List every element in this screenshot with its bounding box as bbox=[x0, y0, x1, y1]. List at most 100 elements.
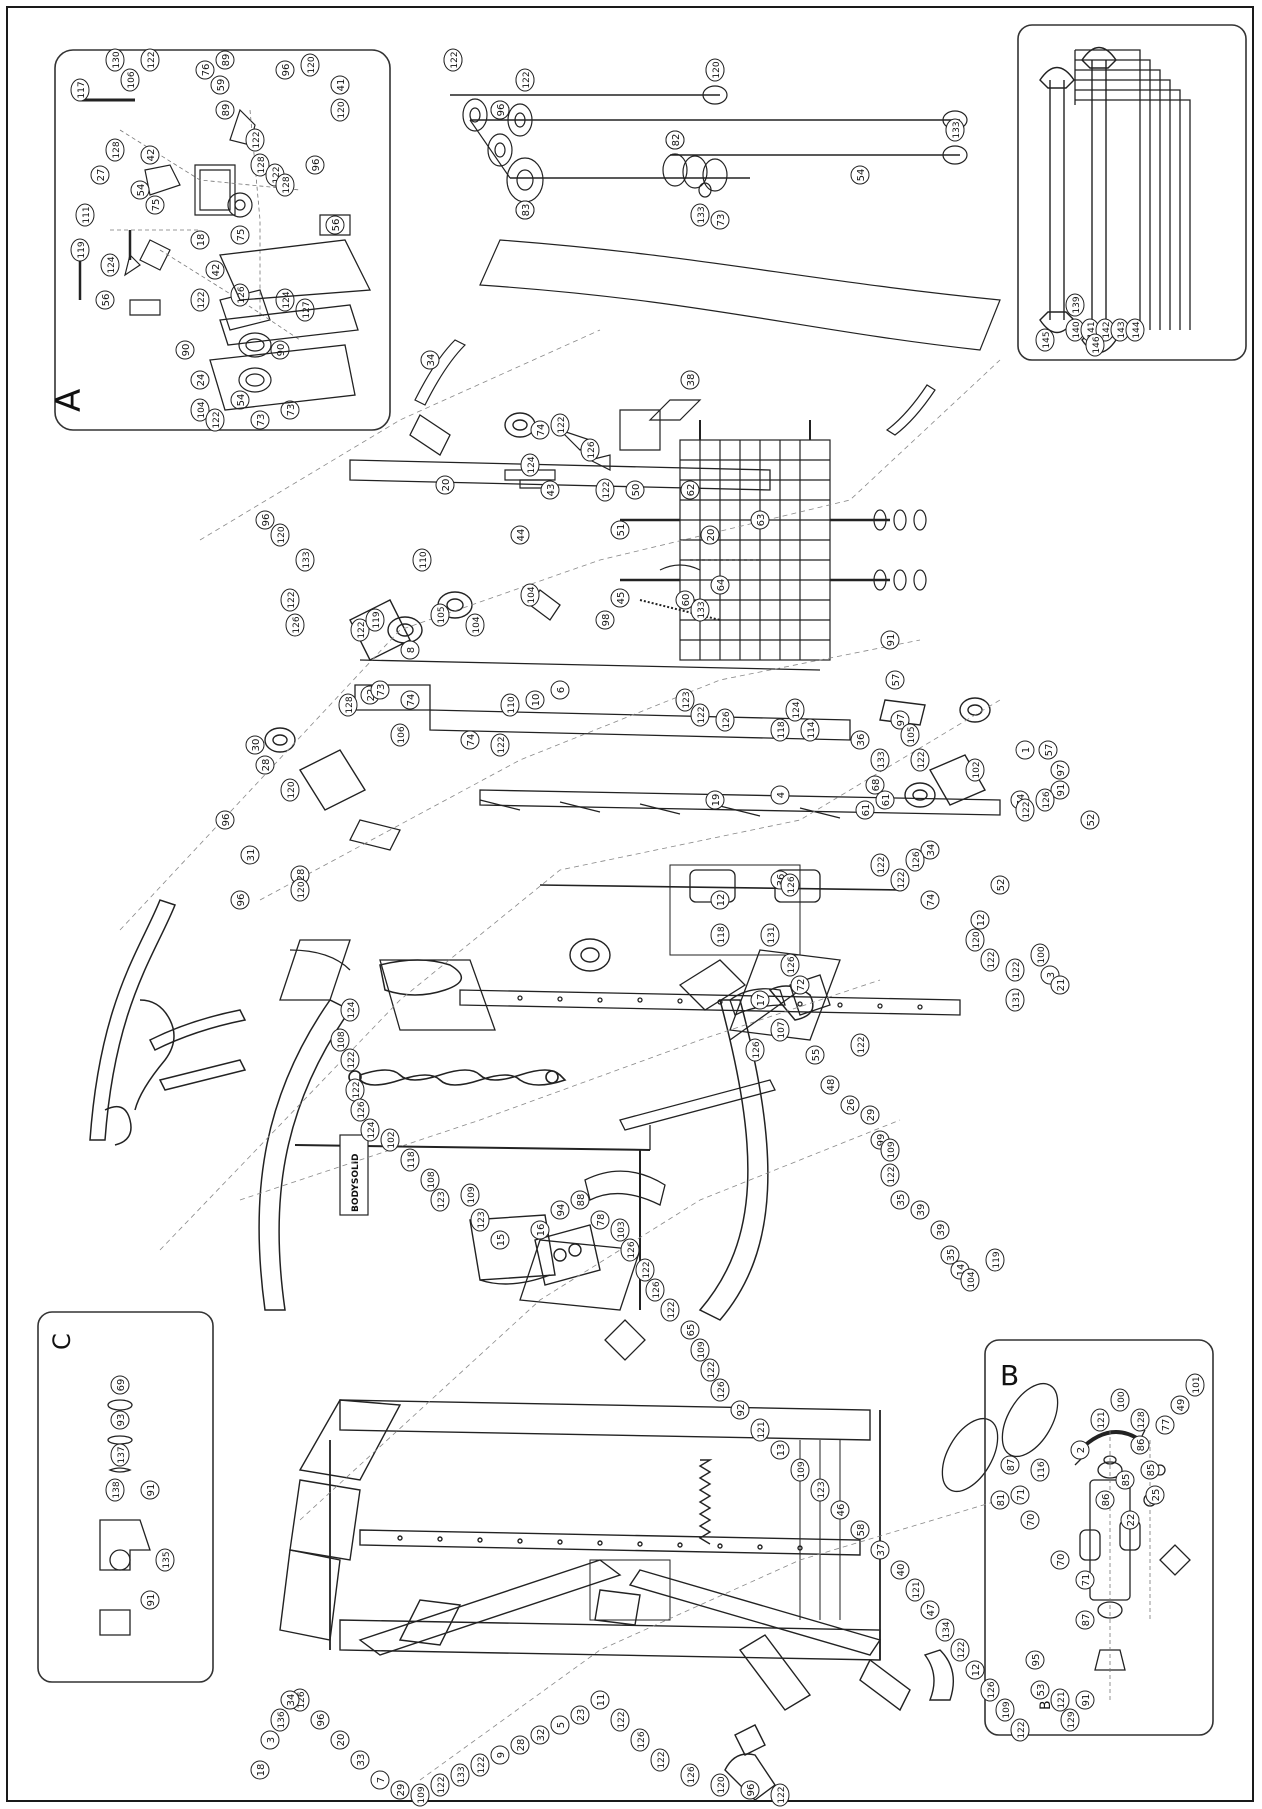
callout-number: 109 bbox=[697, 1341, 707, 1358]
callout-circle bbox=[420, 1168, 440, 1192]
callout-number: 6 bbox=[556, 687, 567, 693]
callout-number: 121 bbox=[757, 1421, 767, 1438]
callout-circle bbox=[635, 1258, 655, 1282]
callout-circle bbox=[230, 890, 250, 910]
callout-circle bbox=[140, 145, 160, 165]
inset-b-callouts: 1014977128100121868585258771708622707187… bbox=[1000, 1373, 1205, 1732]
part-callout: 60 bbox=[675, 590, 695, 610]
callout-number: 133 bbox=[952, 121, 962, 138]
callout-circle bbox=[610, 1218, 630, 1242]
callout-circle bbox=[280, 588, 300, 612]
part-callout: 120 bbox=[290, 878, 310, 902]
callout-number: 122 bbox=[917, 751, 927, 768]
callout-number: 120 bbox=[297, 881, 307, 898]
part-callout: 128 bbox=[1130, 1408, 1150, 1432]
callout-number: 131 bbox=[1012, 991, 1022, 1008]
part-callout: 57 bbox=[885, 670, 905, 690]
callout-circle bbox=[350, 618, 370, 642]
callout-number: 128 bbox=[345, 696, 355, 713]
callout-circle bbox=[1050, 760, 1070, 780]
callout-number: 122 bbox=[897, 871, 907, 888]
callout-number: 120 bbox=[277, 526, 287, 543]
callout-circle bbox=[715, 708, 735, 732]
callout-circle bbox=[1010, 1718, 1030, 1742]
callout-number: 22 bbox=[1126, 1514, 1137, 1527]
callout-circle bbox=[285, 613, 305, 637]
callout-number: 119 bbox=[77, 241, 87, 258]
part-callout: 117 bbox=[70, 78, 90, 102]
callout-number: 136 bbox=[277, 1711, 287, 1728]
callout-number: 89 bbox=[221, 104, 232, 117]
callout-number: 126 bbox=[357, 1101, 367, 1118]
part-callout: 122 bbox=[245, 128, 265, 152]
callout-circle bbox=[610, 588, 630, 608]
part-callout: 83 bbox=[515, 200, 535, 220]
callout-number: 91 bbox=[1081, 1694, 1092, 1707]
callout-number: 122 bbox=[357, 621, 367, 638]
callout-number: 106 bbox=[397, 726, 407, 743]
arm-assemblies bbox=[89, 899, 814, 1321]
callout-circle bbox=[1145, 1485, 1165, 1505]
part-callout: 122 bbox=[870, 853, 890, 877]
callout-number: 41 bbox=[336, 79, 347, 92]
callout-circle bbox=[190, 288, 210, 312]
part-callout: 137 bbox=[110, 1443, 130, 1467]
inset-b-label: B bbox=[1000, 1359, 1019, 1392]
callout-number: 126 bbox=[237, 286, 247, 303]
callout-number: 97 bbox=[896, 714, 907, 727]
part-callout: 46 bbox=[830, 1500, 850, 1520]
callout-circle bbox=[920, 1600, 940, 1620]
part-callout: 122 bbox=[690, 703, 710, 727]
callout-circle bbox=[850, 730, 870, 750]
part-callout: 126 bbox=[1035, 788, 1055, 812]
part-callout: 77 bbox=[1155, 1415, 1175, 1435]
part-callout: 122 bbox=[610, 1708, 630, 1732]
part-callout: 102 bbox=[380, 1128, 400, 1152]
inset-c-label: C bbox=[48, 1333, 76, 1350]
callout-number: 126 bbox=[717, 1381, 727, 1398]
callout-circle bbox=[710, 890, 730, 910]
callout-number: 77 bbox=[1161, 1419, 1172, 1432]
callout-circle bbox=[490, 100, 510, 120]
callout-circle bbox=[140, 1480, 160, 1500]
part-callout: 96 bbox=[255, 510, 275, 530]
part-callout: 85 bbox=[1115, 1470, 1135, 1490]
callout-circle bbox=[1085, 333, 1105, 357]
part-callout: 37 bbox=[870, 1540, 890, 1560]
callout-circle bbox=[430, 1188, 450, 1212]
callout-number: 75 bbox=[151, 199, 162, 212]
part-callout: 25 bbox=[1145, 1485, 1165, 1505]
callout-circle bbox=[465, 613, 485, 637]
callout-circle bbox=[690, 1338, 710, 1362]
callout-number: 124 bbox=[282, 291, 292, 308]
callout-circle bbox=[965, 1660, 985, 1680]
part-callout: 61 bbox=[875, 790, 895, 810]
callout-circle bbox=[855, 800, 875, 820]
callout-circle bbox=[935, 1618, 955, 1642]
part-callout: 48 bbox=[820, 1075, 840, 1095]
callout-circle bbox=[985, 1248, 1005, 1272]
callout-circle bbox=[890, 868, 910, 892]
callout-circle bbox=[1020, 1510, 1040, 1530]
callout-number: 138 bbox=[112, 1481, 122, 1498]
callout-circle bbox=[255, 755, 275, 775]
callout-circle bbox=[205, 408, 225, 432]
callout-circle bbox=[330, 1730, 350, 1750]
part-callout: 41 bbox=[330, 75, 350, 95]
part-callout: 40 bbox=[890, 1560, 910, 1580]
part-callout: 126 bbox=[710, 1378, 730, 1402]
callout-number: 76 bbox=[201, 64, 212, 77]
callout-number: 12 bbox=[971, 1664, 982, 1677]
callout-number: 20 bbox=[706, 529, 717, 542]
part-callout: 122 bbox=[660, 1298, 680, 1322]
callout-circle bbox=[295, 548, 315, 572]
part-callout: 121 bbox=[750, 1418, 770, 1442]
callout-circle bbox=[370, 680, 390, 700]
callout-circle bbox=[460, 730, 480, 750]
callout-circle bbox=[650, 1748, 670, 1772]
part-callout: 128 bbox=[338, 693, 358, 717]
callout-number: 120 bbox=[717, 1776, 727, 1793]
part-callout: 5 bbox=[550, 1715, 570, 1735]
callout-number: 91 bbox=[146, 1484, 157, 1497]
